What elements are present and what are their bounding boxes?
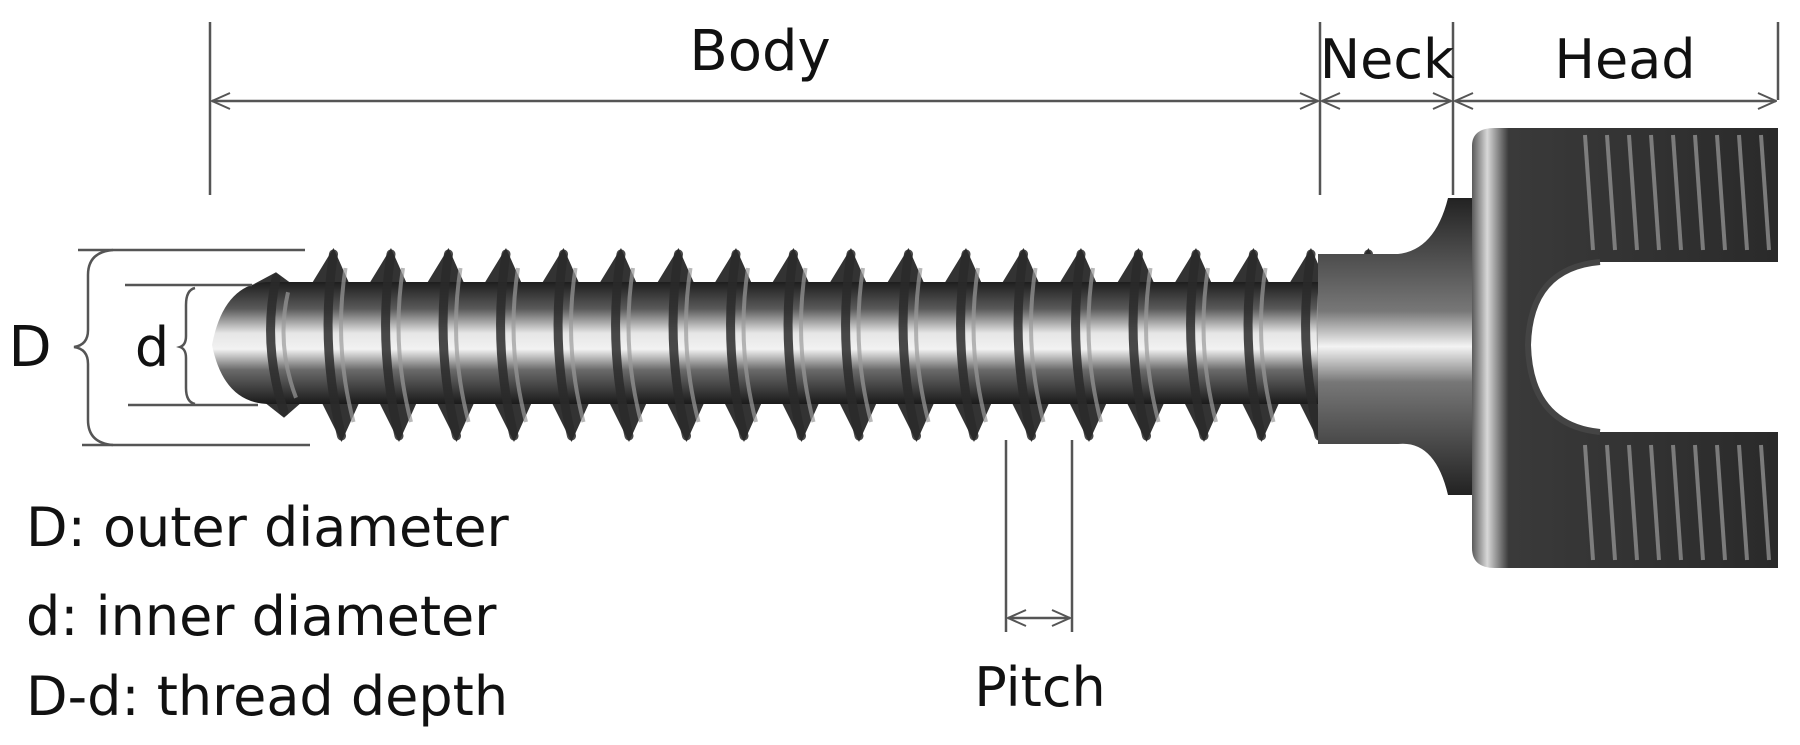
thread-highlight (339, 267, 356, 423)
head-ridge-top (1715, 134, 1727, 251)
thread-groove (266, 273, 289, 417)
screw-shaft (212, 282, 1320, 404)
thread-groove (898, 249, 921, 441)
head-ridge-top (1759, 134, 1771, 251)
head-ridge-top (1693, 134, 1705, 251)
head-ridge-bottom (1737, 444, 1749, 561)
thread-highlight (454, 267, 471, 423)
legend-inner-diameter: d: inner diameter (26, 585, 497, 648)
thread-highlight (281, 291, 298, 399)
thread-highlight (626, 267, 643, 423)
head-ridge-top (1649, 134, 1661, 251)
thread-highlight (396, 267, 413, 423)
pitch-label: Pitch (974, 656, 1105, 719)
thread-groove (323, 249, 346, 441)
thread-groove (1243, 249, 1266, 441)
head-ridge-bottom (1583, 444, 1595, 561)
head-ridge-bottom (1715, 444, 1727, 561)
head-ridge-top (1605, 134, 1617, 251)
thread-grooves (266, 249, 1391, 441)
thread-highlight (856, 267, 873, 423)
head-ridge-bottom (1693, 444, 1705, 561)
inner-diameter-symbol: d (135, 316, 169, 379)
thread-groove (841, 249, 864, 441)
thread-groove (611, 249, 634, 441)
thread-highlight (1201, 267, 1218, 423)
thread-groove (438, 249, 461, 441)
head-ridge-bottom (1671, 444, 1683, 561)
thread-groove (553, 249, 576, 441)
screw-illustration (212, 128, 1795, 568)
head-ridge-top (1627, 134, 1639, 251)
thread-groove (956, 249, 979, 441)
head-slot (1528, 262, 1795, 432)
inner-diameter-brace (176, 286, 196, 406)
thread-highlight (971, 267, 988, 423)
legend-thread-depth: D-d: thread depth (26, 665, 509, 728)
thread-groove (1301, 249, 1324, 441)
thread-groove (1128, 249, 1151, 441)
thread-highlight (914, 267, 931, 423)
thread-highlight (1086, 267, 1103, 423)
thread-groove (1186, 249, 1209, 441)
thread-groove (496, 249, 519, 441)
head-ridge-top (1737, 134, 1749, 251)
outer-diameter-brace (73, 248, 114, 447)
thread-groove (1013, 249, 1036, 441)
head-thread-ridges (1583, 134, 1771, 561)
head-ridge-bottom (1605, 444, 1617, 561)
thread-highlight (569, 267, 586, 423)
thread-groove (381, 249, 404, 441)
thread-highlight (1144, 267, 1161, 423)
thread-groove (668, 249, 691, 441)
head-ridge-bottom (1627, 444, 1639, 561)
screw-neck (1318, 198, 1475, 495)
thread-highlight (684, 267, 701, 423)
thread-groove (783, 249, 806, 441)
thread-groove (1071, 249, 1094, 441)
dimension-lines (73, 22, 1780, 632)
legend-outer-diameter: D: outer diameter (26, 496, 509, 559)
head-ridge-bottom (1759, 444, 1771, 561)
body-label: Body (689, 19, 830, 84)
head-ridge-top (1671, 134, 1683, 251)
thread-highlight (799, 267, 816, 423)
outer-diameter-symbol: D (8, 315, 51, 380)
thread-highlight (511, 267, 528, 423)
thread-highlight (1029, 267, 1046, 423)
thread-highlight (741, 267, 758, 423)
head-ridge-bottom (1649, 444, 1661, 561)
head-ridge-top (1583, 134, 1595, 251)
neck-label: Neck (1320, 28, 1455, 91)
head-label: Head (1554, 28, 1695, 91)
thread-groove (726, 249, 749, 441)
thread-highlight (1259, 267, 1276, 423)
